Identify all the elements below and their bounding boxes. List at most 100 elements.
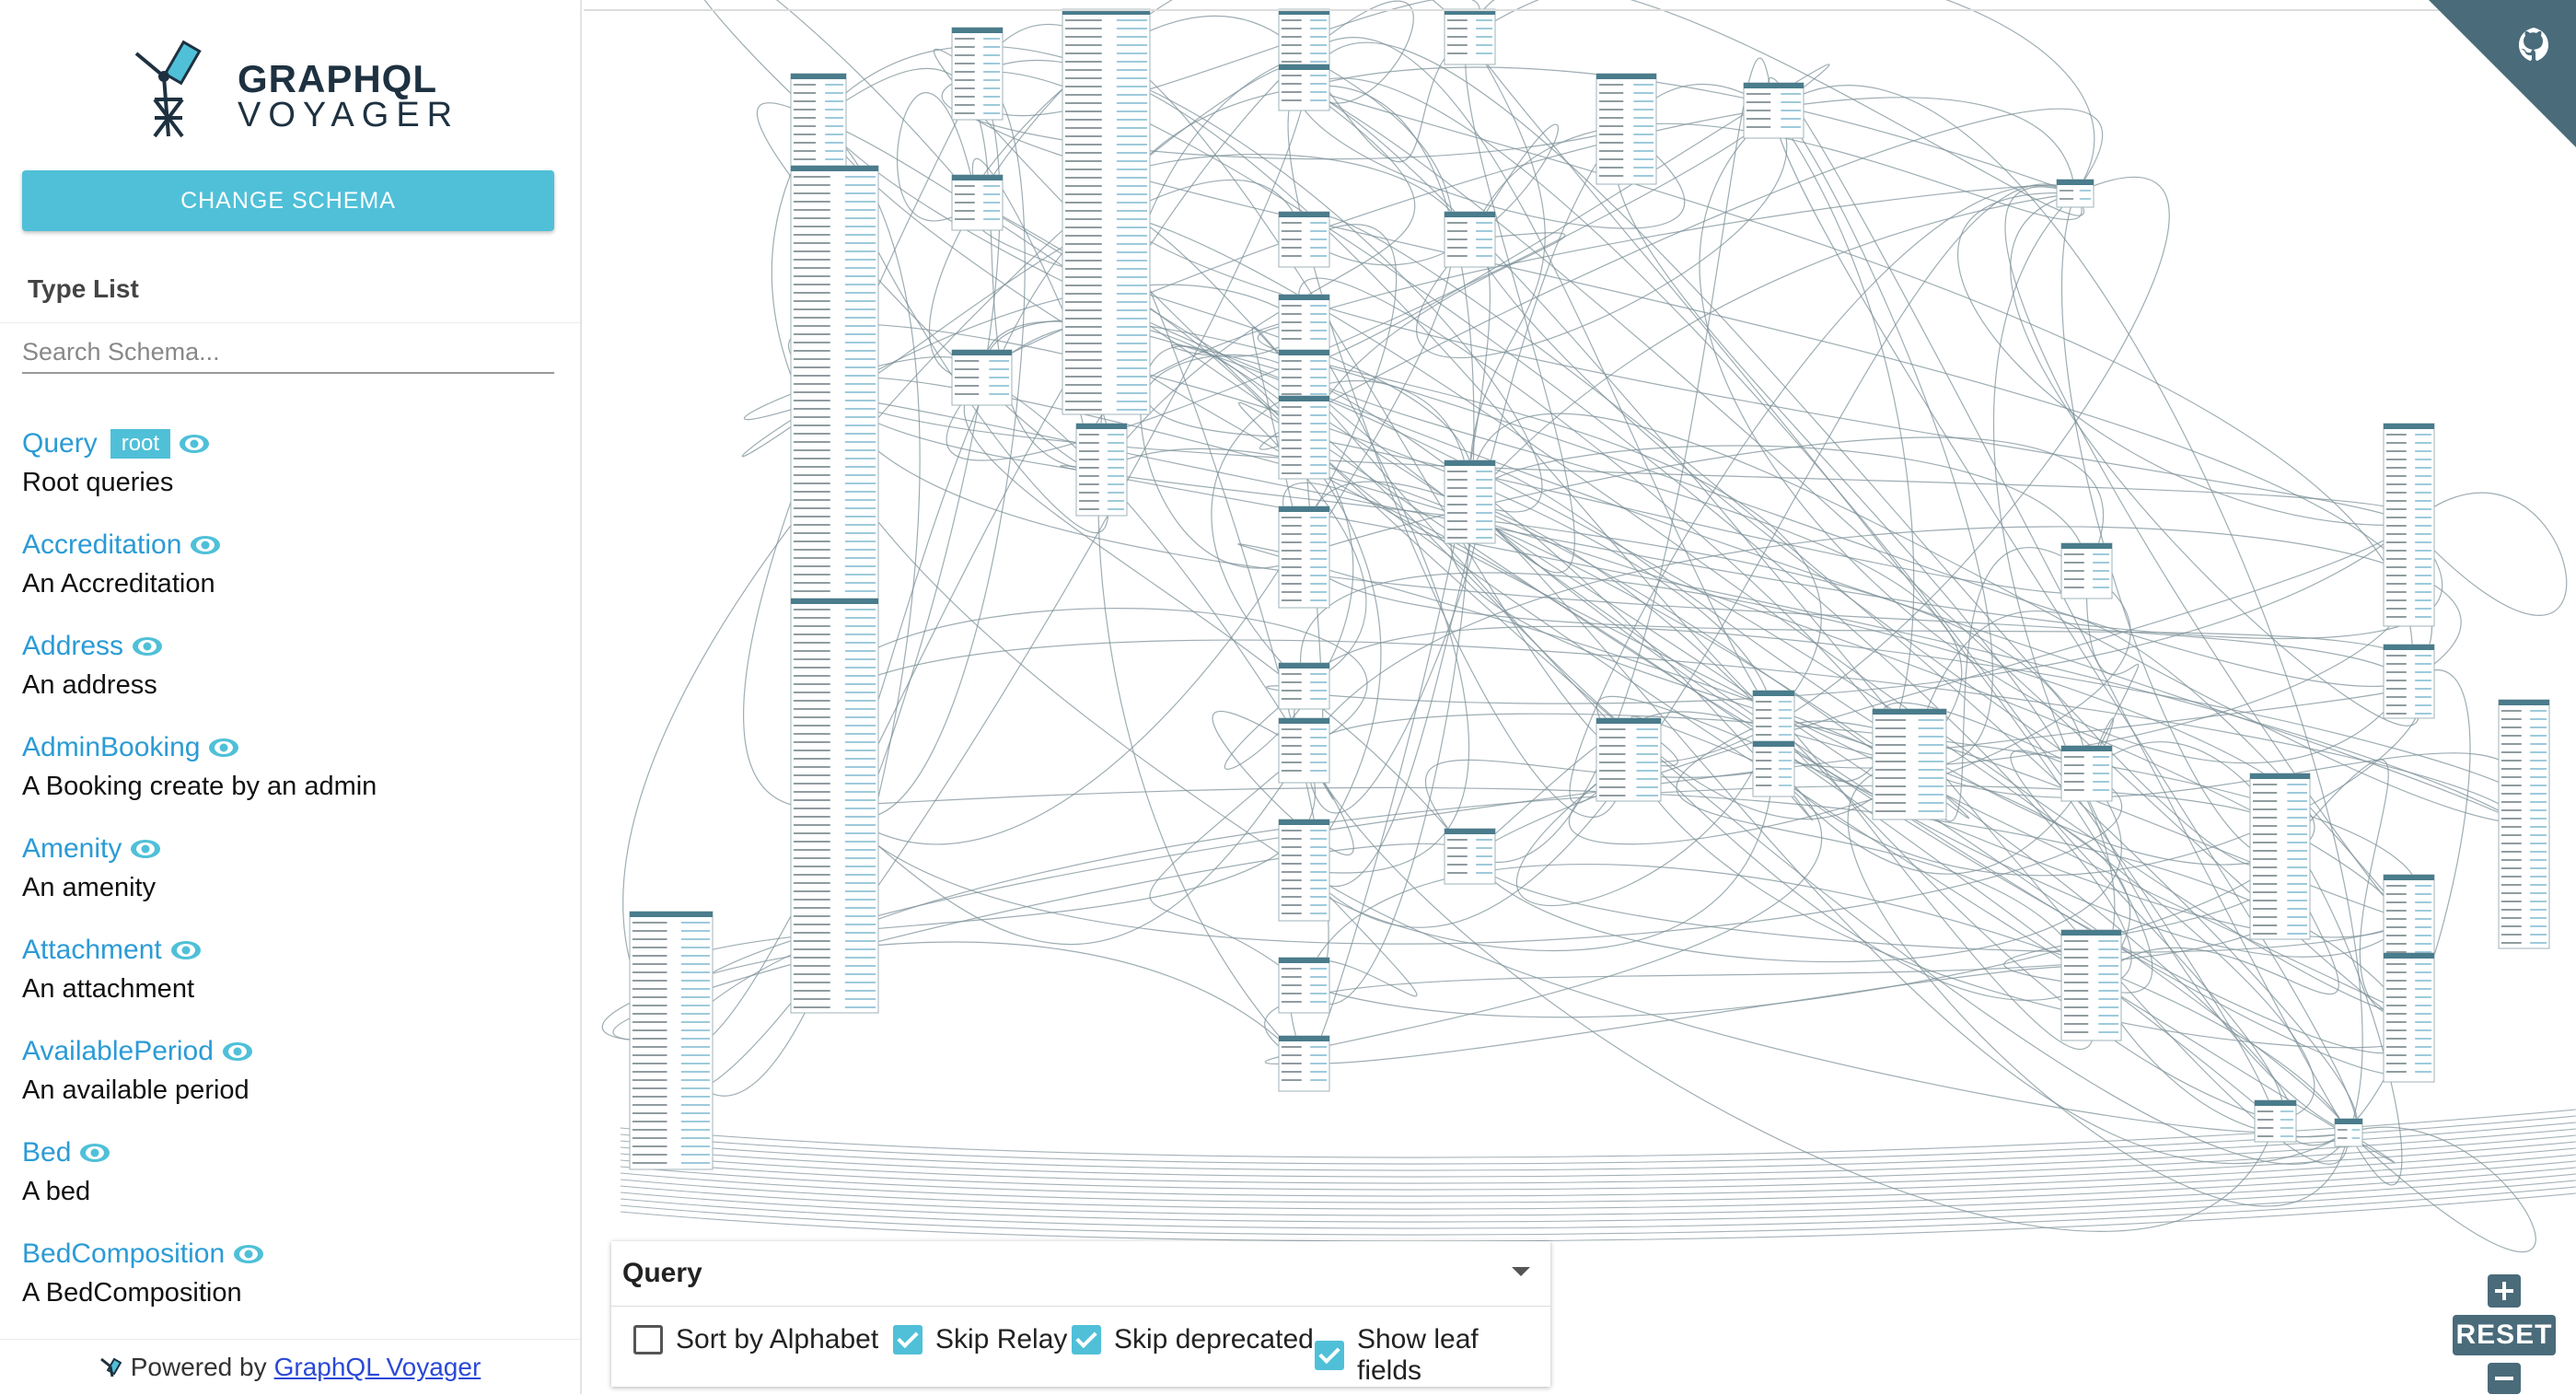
type-node[interactable] — [2060, 745, 2113, 802]
change-schema-button[interactable]: CHANGE SCHEMA — [22, 170, 554, 231]
type-name[interactable]: Accreditation — [22, 529, 182, 560]
type-node[interactable] — [1444, 8, 1496, 65]
type-name[interactable]: Bed — [22, 1137, 72, 1168]
graph-edge — [620, 1180, 2576, 1229]
show-leaf-fields-checkbox[interactable]: Show leaf fields — [1315, 1324, 1550, 1387]
graph-canvas[interactable] — [584, 0, 2576, 1394]
graph-edge — [703, 0, 978, 203]
graph-edge — [620, 1154, 2576, 1203]
graph-edge — [834, 773, 2123, 945]
graph-edge — [1304, 123, 1559, 266]
type-node[interactable] — [951, 174, 1004, 231]
type-node[interactable] — [951, 349, 1013, 406]
type-node[interactable] — [951, 27, 1004, 121]
graph-edge — [1301, 213, 2358, 1133]
eye-icon[interactable] — [169, 938, 203, 962]
type-node[interactable] — [2383, 423, 2435, 627]
type-node[interactable] — [1278, 395, 1330, 480]
eye-icon[interactable] — [189, 533, 222, 557]
type-name[interactable]: Attachment — [22, 935, 162, 965]
graph-edge — [620, 1134, 2576, 1184]
type-node[interactable] — [2383, 952, 2435, 1083]
sort-by-alphabet-checkbox[interactable]: Sort by Alphabet — [633, 1324, 878, 1355]
schema-graph[interactable] — [584, 0, 2576, 1394]
type-node[interactable] — [2060, 542, 2113, 599]
type-node[interactable] — [1444, 828, 1496, 885]
type-node[interactable] — [1278, 211, 1330, 268]
type-node[interactable] — [1752, 690, 1795, 747]
type-description: A bed — [22, 1177, 91, 1206]
eye-icon[interactable] — [221, 1040, 254, 1064]
type-node[interactable] — [1278, 506, 1330, 609]
type-node[interactable] — [1278, 64, 1330, 111]
type-name[interactable]: Amenity — [22, 833, 122, 864]
type-node[interactable] — [2060, 929, 2122, 1041]
type-node[interactable] — [629, 911, 714, 1170]
zoom-in-button[interactable] — [2488, 1274, 2521, 1308]
type-node[interactable] — [1278, 957, 1330, 1014]
github-corner-icon[interactable] — [2429, 0, 2576, 147]
type-node[interactable] — [2249, 773, 2311, 940]
eye-icon[interactable] — [232, 1242, 265, 1266]
graph-edge — [2091, 855, 2339, 995]
type-name[interactable]: BedComposition — [22, 1238, 226, 1269]
type-name[interactable]: Query — [22, 428, 98, 459]
type-list-item[interactable]: Bed A bed — [22, 1134, 565, 1236]
skip-relay-checkbox[interactable]: Skip Relay — [893, 1324, 1067, 1355]
eye-icon[interactable] — [129, 837, 162, 861]
type-node[interactable] — [2056, 179, 2094, 208]
type-node[interactable] — [1444, 211, 1496, 268]
type-node[interactable] — [1743, 82, 1804, 139]
graphql-voyager-link[interactable]: GraphQL Voyager — [273, 1353, 482, 1381]
graph-edge — [1676, 717, 2093, 986]
root-type-select[interactable]: Query — [611, 1241, 1550, 1307]
type-node[interactable] — [1062, 8, 1151, 415]
type-node[interactable] — [1278, 819, 1330, 922]
graph-edge — [1304, 87, 2413, 682]
type-node[interactable] — [1595, 73, 1657, 185]
type-node[interactable] — [1444, 459, 1496, 544]
skip-deprecated-checkbox[interactable]: Skip deprecated — [1072, 1324, 1314, 1355]
type-node[interactable] — [1278, 662, 1330, 710]
type-node[interactable] — [1278, 717, 1330, 784]
type-node[interactable] — [790, 598, 879, 1014]
reset-zoom-button[interactable]: RESET — [2453, 1315, 2556, 1355]
type-node[interactable] — [790, 73, 847, 167]
type-node[interactable] — [790, 165, 879, 627]
search-input[interactable] — [22, 331, 554, 374]
eye-icon[interactable] — [178, 432, 211, 456]
type-node[interactable] — [2254, 1099, 2297, 1143]
type-node[interactable] — [2383, 644, 2435, 719]
type-node[interactable] — [2334, 1118, 2363, 1147]
type-node[interactable] — [1075, 423, 1128, 517]
type-node[interactable] — [1595, 717, 1662, 802]
type-node[interactable] — [2498, 699, 2550, 949]
eye-icon[interactable] — [207, 736, 240, 760]
type-node[interactable] — [1872, 708, 1947, 820]
eye-icon[interactable] — [78, 1141, 111, 1165]
type-node[interactable] — [1278, 1035, 1330, 1092]
graph-edge — [1465, 36, 1575, 574]
sidebar: GRAPHQL VOYAGER CHANGE SCHEMA Type List … — [0, 0, 582, 1394]
eye-icon[interactable] — [131, 634, 164, 658]
type-name[interactable]: Address — [22, 631, 124, 661]
type-node[interactable] — [1752, 740, 1795, 797]
graph-edge — [2086, 741, 2403, 1186]
zoom-out-button[interactable] — [2488, 1363, 2521, 1394]
graph-edge — [1259, 108, 2104, 450]
type-node[interactable] — [1278, 294, 1330, 351]
type-name[interactable]: AvailablePeriod — [22, 1036, 214, 1066]
graph-edge — [1264, 768, 1823, 1065]
logo-subtitle: VOYAGER — [238, 96, 460, 134]
type-name[interactable]: AdminBooking — [22, 732, 201, 762]
graph-edge — [1101, 87, 1416, 471]
